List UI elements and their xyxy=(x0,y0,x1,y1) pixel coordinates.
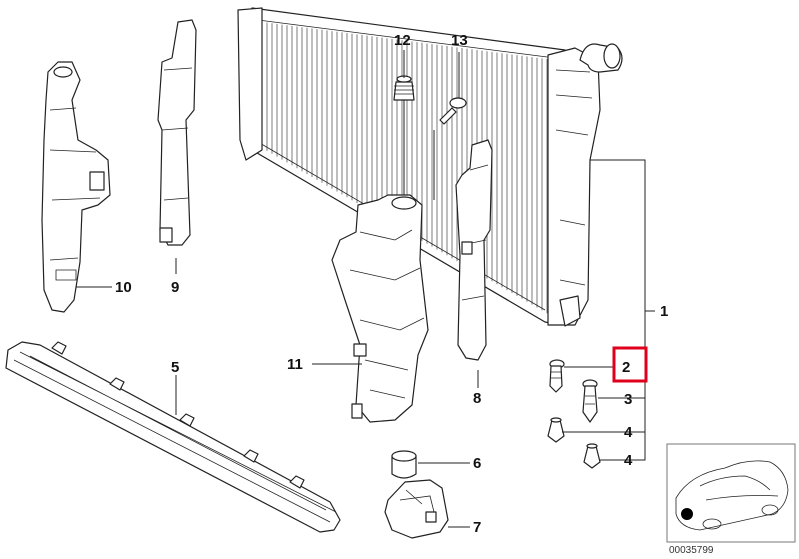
rubber-mount-part-6[interactable] xyxy=(391,450,417,479)
radiator-part-1[interactable] xyxy=(237,7,623,327)
callout-12: 12 xyxy=(394,32,411,49)
callout-5: 5 xyxy=(171,359,179,376)
callout-6: 6 xyxy=(473,455,481,472)
expansion-tank-part-11[interactable] xyxy=(331,194,429,423)
callout-3: 3 xyxy=(624,391,632,408)
leader-lines xyxy=(76,50,655,528)
plug-part-4-b[interactable] xyxy=(583,443,601,469)
bleed-screw-part-2[interactable] xyxy=(549,359,565,393)
plug-part-4-a[interactable] xyxy=(547,417,565,443)
callout-8: 8 xyxy=(473,390,481,407)
callout-13: 13 xyxy=(451,32,468,49)
callout-9: 9 xyxy=(171,279,179,296)
callout-4-b: 4 xyxy=(624,452,633,469)
drain-tap-part-3[interactable] xyxy=(582,379,598,423)
bracket-part-7[interactable] xyxy=(384,479,449,539)
callout-highlight-box xyxy=(612,346,648,383)
reference-number: 00035799 xyxy=(669,545,714,556)
air-duct-part-9[interactable] xyxy=(157,19,197,246)
grommet-part-12[interactable] xyxy=(393,75,415,101)
side-bracket-part-8[interactable] xyxy=(455,139,493,361)
car-outline-icon xyxy=(675,460,789,531)
callout-1: 1 xyxy=(660,303,668,320)
location-marker-icon xyxy=(681,508,693,520)
screw-part-13[interactable] xyxy=(439,97,467,125)
callout-7: 7 xyxy=(473,519,481,536)
bracket-part-10[interactable] xyxy=(41,61,111,313)
callout-labels: 1 2 3 4 4 5 6 7 8 9 10 11 12 13 xyxy=(115,32,668,536)
callout-11: 11 xyxy=(287,356,303,373)
air-guide-part-5[interactable] xyxy=(5,341,341,533)
callout-10: 10 xyxy=(115,279,132,296)
callout-4-a: 4 xyxy=(624,424,633,441)
car-location-thumbnail[interactable] xyxy=(666,443,796,543)
callout-2: 2 xyxy=(622,359,630,376)
